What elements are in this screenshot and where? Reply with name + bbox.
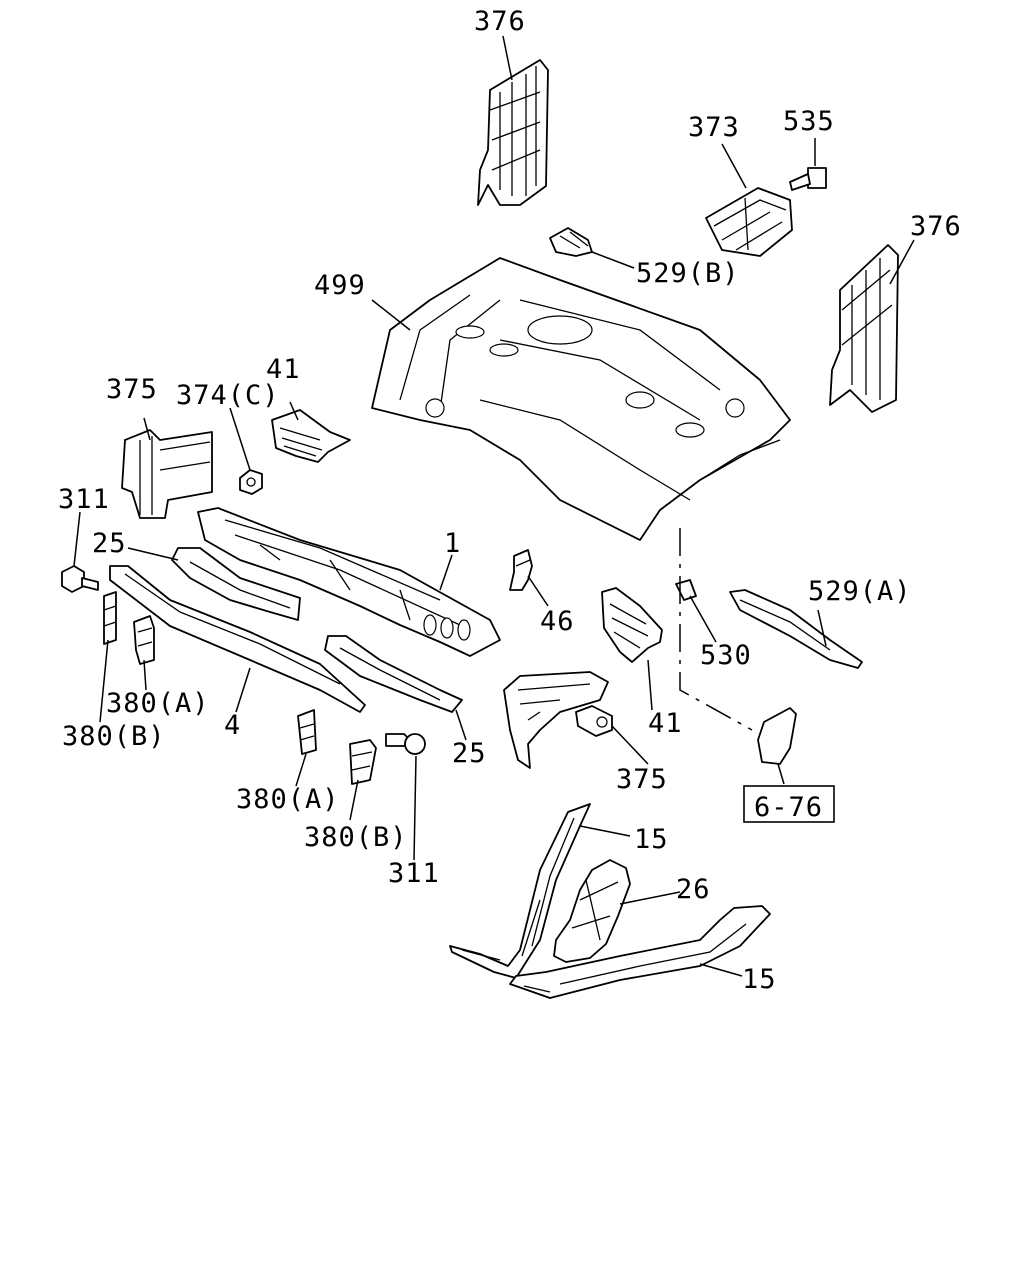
callout-15-bottom: 15 (742, 964, 777, 995)
part-6-76-shape (757, 707, 797, 765)
callout-380a-mid: 380(A) (236, 784, 340, 815)
callout-15-top: 15 (634, 824, 669, 855)
part-311-mid-bolt (385, 733, 426, 755)
part-4-bar (109, 565, 366, 713)
callout-380a-left: 380(A) (106, 688, 210, 719)
part-380b-left (103, 591, 117, 645)
callout-41-left: 41 (266, 354, 301, 385)
part-15-lower-rail (509, 905, 771, 999)
part-530 (675, 579, 697, 601)
callout-46: 46 (540, 606, 575, 637)
callout-25-right: 25 (452, 738, 487, 769)
part-380a-left (133, 615, 155, 665)
callout-380b-mid: 380(B) (304, 822, 408, 853)
part-376-top (477, 59, 549, 206)
part-375-right (503, 671, 613, 769)
part-373 (705, 187, 793, 257)
callout-375-right: 375 (616, 764, 668, 795)
callout-535: 535 (783, 106, 835, 137)
part-26 (553, 859, 631, 963)
callout-529a: 529(A) (808, 576, 912, 607)
part-376-right (829, 244, 899, 413)
reference-box-6-76[interactable] (743, 785, 835, 823)
callout-311-mid: 311 (388, 858, 440, 889)
callout-4: 4 (224, 710, 241, 741)
callout-311-left: 311 (58, 484, 110, 515)
callout-530: 530 (700, 640, 752, 671)
part-25-right (324, 635, 463, 713)
callout-380b-left: 380(B) (62, 721, 166, 752)
part-41-right (601, 587, 663, 663)
callout-41-right: 41 (648, 708, 683, 739)
leader-lines (73, 35, 915, 977)
part-46 (509, 549, 533, 591)
callout-6-76[interactable]: 6-76 (754, 792, 823, 823)
callout-374c: 374(C) (176, 380, 280, 411)
callout-1: 1 (444, 528, 461, 559)
part-380a-mid (297, 709, 317, 755)
part-311-left-bolt (61, 565, 99, 593)
part-529b (549, 227, 593, 257)
part-529a (729, 589, 863, 669)
callout-26: 26 (676, 874, 711, 905)
part-375-left (121, 429, 213, 519)
part-41-left (271, 409, 351, 463)
part-499-floor-pan (371, 257, 791, 541)
callout-529b: 529(B) (636, 258, 740, 289)
callout-376-right: 376 (910, 211, 962, 242)
callout-375-left: 375 (106, 374, 158, 405)
callout-376-top: 376 (474, 6, 526, 37)
part-535-bolt (789, 167, 827, 191)
part-374c-nut (239, 469, 263, 495)
part-25-left (171, 547, 301, 621)
callout-25-left: 25 (92, 528, 127, 559)
part-380b-mid (349, 739, 377, 785)
part-1-crossmember (197, 507, 501, 657)
part-15-upper-rail (449, 803, 591, 979)
callout-499: 499 (314, 270, 366, 301)
callout-373: 373 (688, 112, 740, 143)
